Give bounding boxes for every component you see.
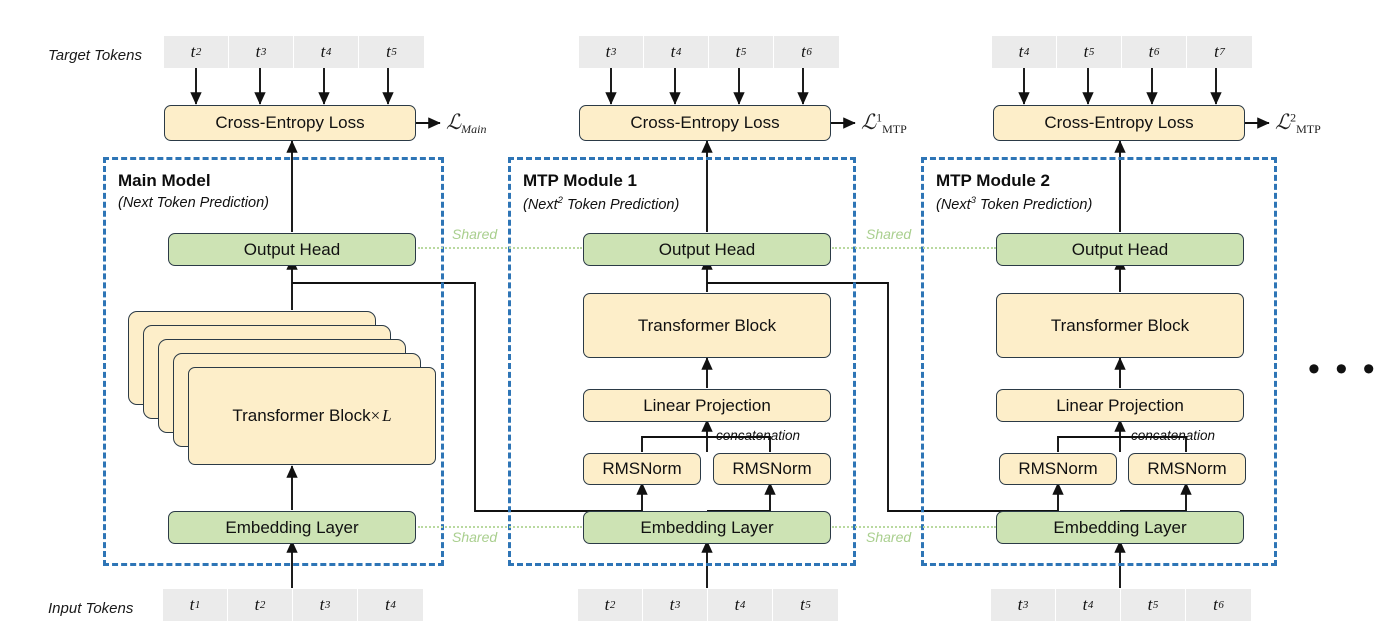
shared-label-emb-2: Shared xyxy=(866,529,912,545)
cross-entropy-loss-mtp1: Cross-Entropy Loss xyxy=(579,105,831,141)
embedding-layer-main: Embedding Layer xyxy=(168,511,416,544)
linear-projection-mtp2: Linear Projection xyxy=(996,389,1244,422)
subtitle-post: Token Prediction) xyxy=(562,196,680,213)
rmsnorm-left-mtp2: RMSNorm xyxy=(999,453,1117,485)
cross-entropy-loss-mtp2: Cross-Entropy Loss xyxy=(993,105,1245,141)
shared-label-head-1: Shared xyxy=(452,226,498,242)
concatenation-label-mtp2: concatenation xyxy=(1131,428,1216,443)
subtitle-pre: (Next xyxy=(523,196,558,213)
shared-line-head-1 xyxy=(418,247,582,249)
shared-label-head-2: Shared xyxy=(866,226,912,242)
loss-label-mtp2: ℒ2MTP xyxy=(1275,110,1321,136)
shared-line-head-2 xyxy=(832,247,996,249)
transformer-block-main: Transformer Block × L xyxy=(188,367,436,465)
subtitle-sup: 3 xyxy=(970,195,976,206)
output-head-main: Output Head xyxy=(168,233,416,266)
transformer-label: Transformer Block xyxy=(232,406,371,425)
module-title-main: Main Model xyxy=(118,171,211,190)
output-head-mtp1: Output Head xyxy=(583,233,831,266)
linear-projection-mtp1: Linear Projection xyxy=(583,389,831,422)
shared-line-emb-1 xyxy=(418,526,582,528)
module-subtitle-mtp1: (Next2 Token Prediction) xyxy=(523,195,679,213)
transformer-block-mtp1: Transformer Block xyxy=(583,293,831,358)
module-subtitle-main: (Next Token Prediction) xyxy=(118,195,269,211)
loss-label-main: ℒMain xyxy=(446,110,487,136)
transformer-count: L xyxy=(382,406,392,425)
module-title-mtp2: MTP Module 2 xyxy=(936,171,1050,190)
cross-entropy-loss-main: Cross-Entropy Loss xyxy=(164,105,416,141)
transformer-block-mtp2: Transformer Block xyxy=(996,293,1244,358)
transformer-mult: × xyxy=(370,406,381,425)
continuation-ellipsis: • • • xyxy=(1308,350,1378,388)
shared-label-emb-1: Shared xyxy=(452,529,498,545)
embedding-layer-mtp2: Embedding Layer xyxy=(996,511,1244,544)
subtitle-post: Token Prediction) xyxy=(975,196,1093,213)
embedding-layer-mtp1: Embedding Layer xyxy=(583,511,831,544)
target-tokens-label: Target Tokens xyxy=(48,47,142,64)
rmsnorm-left-mtp1: RMSNorm xyxy=(583,453,701,485)
module-frame-mtp2 xyxy=(921,157,1277,566)
input-tokens-label: Input Tokens xyxy=(48,600,134,617)
rmsnorm-right-mtp2: RMSNorm xyxy=(1128,453,1246,485)
subtitle-sup: 2 xyxy=(557,195,563,206)
loss-label-mtp1: ℒ1MTP xyxy=(861,110,907,136)
subtitle-pre: (Next xyxy=(936,196,971,213)
rmsnorm-right-mtp1: RMSNorm xyxy=(713,453,831,485)
module-frame-mtp1 xyxy=(508,157,856,566)
module-frame-main xyxy=(103,157,444,566)
shared-line-emb-2 xyxy=(832,526,996,528)
module-subtitle-mtp2: (Next3 Token Prediction) xyxy=(936,195,1092,213)
module-title-mtp1: MTP Module 1 xyxy=(523,171,637,190)
output-head-mtp2: Output Head xyxy=(996,233,1244,266)
concatenation-label-mtp1: concatenation xyxy=(716,428,801,443)
